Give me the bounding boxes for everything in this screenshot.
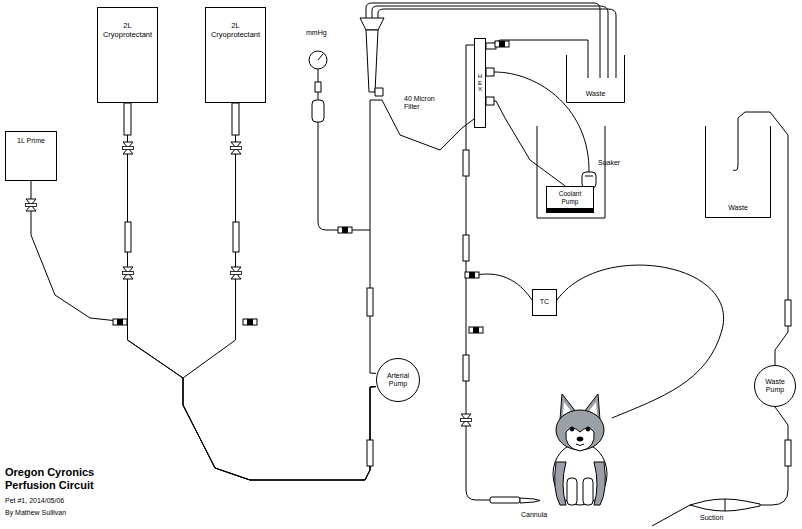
soaker-label: Soaker: [598, 159, 638, 167]
coolant-pump: Coolant Pump: [546, 186, 594, 213]
waste-pump: Waste Pump: [754, 365, 796, 407]
prime-bag: 1L Prime: [5, 131, 57, 181]
node-label: Waste Pump: [760, 378, 790, 394]
tube-line: [128, 103, 377, 480]
date-note: Pet #1, 2014/05/06: [5, 497, 115, 505]
node-label: Waste: [728, 204, 748, 212]
diagram-title: Oregon Cyronics Perfusion Circuit: [5, 466, 109, 491]
dog-illustration: [553, 394, 607, 505]
tube-line: [486, 40, 588, 55]
tube-line: [370, 100, 474, 373]
cryoprotectant-bag: 2L Cryoprotectant: [205, 7, 266, 103]
node-label: 2L Cryoprotectant: [210, 22, 262, 39]
waste-container: Waste: [705, 126, 771, 218]
node-label: Coolant Pump: [555, 190, 585, 205]
tube-line: [738, 112, 788, 365]
node-label: 2L Cryoprotectant: [102, 22, 154, 39]
thermocouple-box: TC: [532, 289, 557, 316]
tube-line: [183, 103, 376, 480]
node-label: 1L Prime: [17, 137, 45, 145]
node-label: TC: [540, 298, 549, 306]
tube-line: [486, 101, 565, 186]
node-label: Arterial Pump: [382, 372, 414, 388]
suction-label: Suction: [700, 514, 750, 522]
author-note: By Mathew Sullivan: [5, 509, 115, 517]
heat-exchanger: H E X: [474, 38, 486, 128]
node-label: H E X: [478, 73, 483, 94]
waste-container: Waste: [566, 55, 625, 103]
gauge-label: mmHg: [306, 29, 346, 37]
filter-label: 40 Micron Filter: [404, 95, 446, 111]
tubing: [318, 3, 788, 526]
arterial-pump: Arterial Pump: [376, 358, 420, 402]
node-label: Waste: [586, 90, 606, 98]
cannula-label: Cannula: [521, 511, 571, 519]
cryoprotectant-bag: 2L Cryoprotectant: [97, 7, 158, 103]
tube-line: [31, 181, 376, 480]
